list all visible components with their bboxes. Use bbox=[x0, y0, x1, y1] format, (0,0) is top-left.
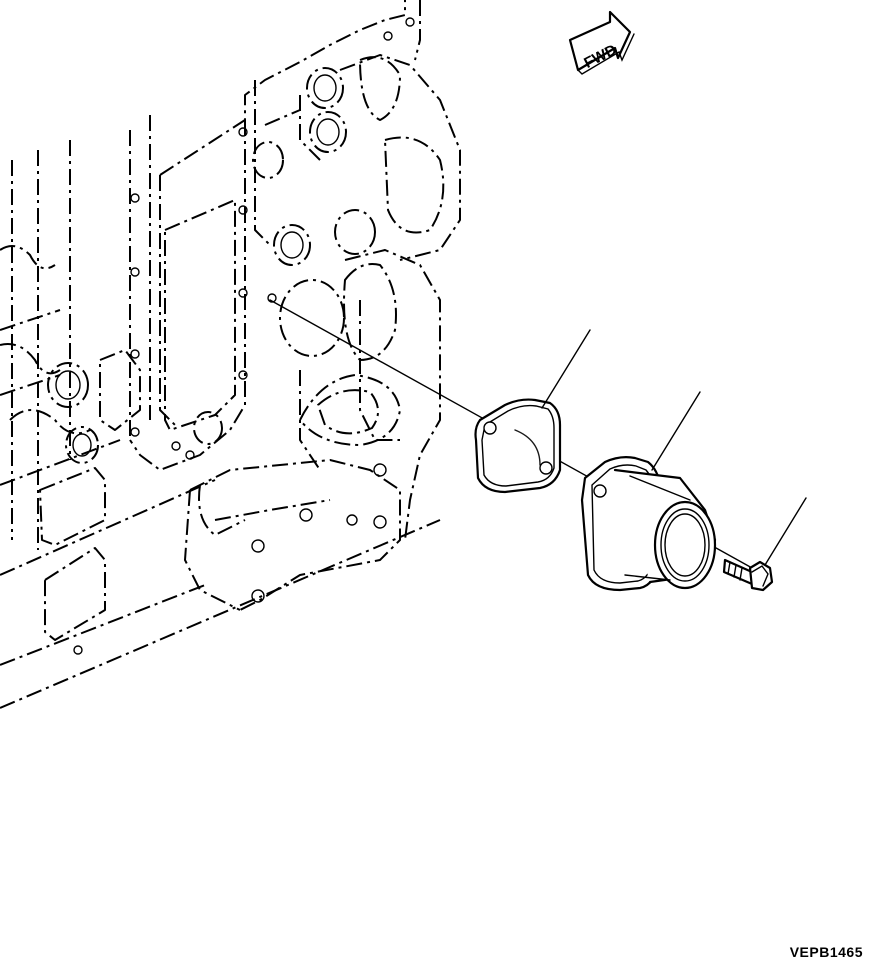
water-outlet-connector bbox=[580, 456, 717, 592]
leader-line-connector bbox=[651, 391, 701, 471]
leader-line-bolt bbox=[764, 497, 807, 566]
engine-block-phantom bbox=[0, 0, 461, 709]
fwd-arrow-icon: FWD bbox=[568, 10, 635, 75]
flange-bolt bbox=[722, 558, 774, 592]
leader-line-gasket bbox=[541, 329, 591, 409]
drawing-reference-code: VEPB1465 bbox=[789, 944, 863, 960]
gasket bbox=[474, 398, 562, 494]
